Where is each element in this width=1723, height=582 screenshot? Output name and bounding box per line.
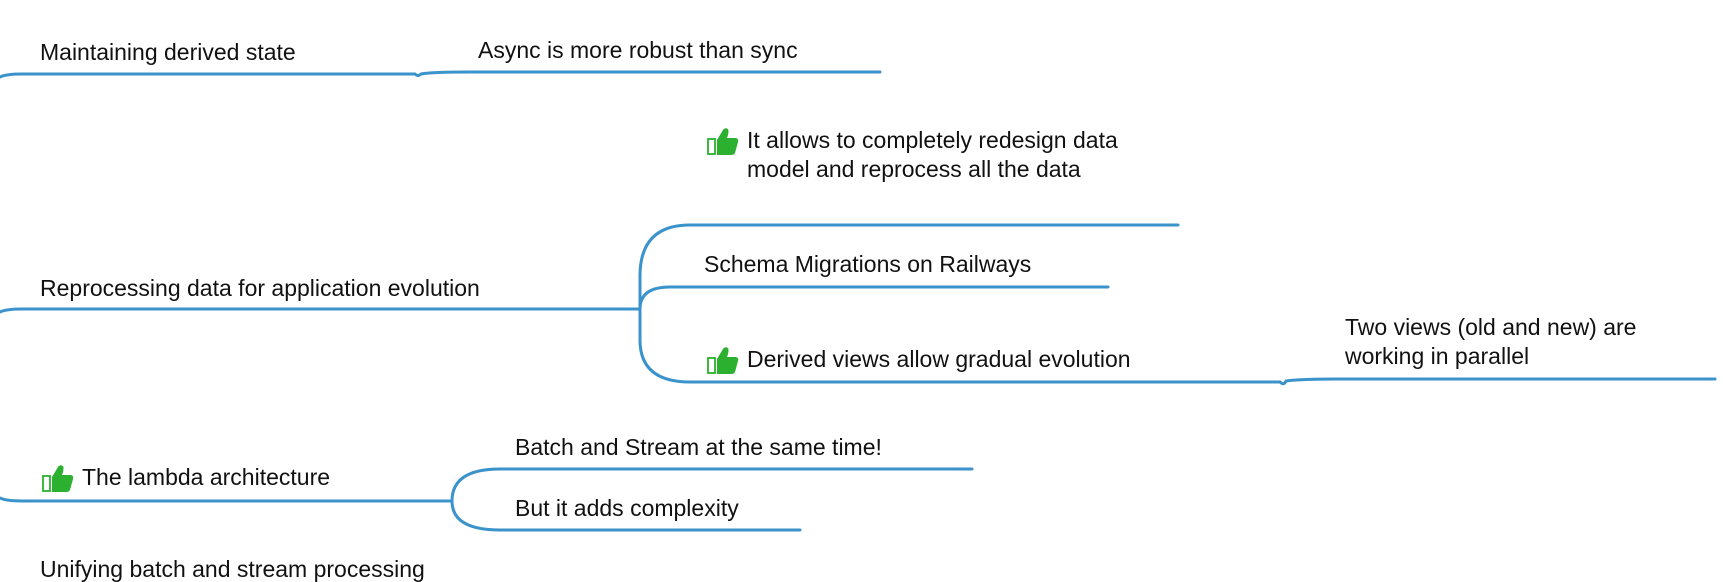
topic-derived-views[interactable]: Derived views allow gradual evolution [707,345,1131,375]
connector-batch-stream [450,467,974,503]
topic-label: The lambda architecture [82,464,331,490]
topic-label: Reprocessing data for application evolut… [40,275,480,301]
thumbs-up-icon [707,345,739,375]
connector-maintaining [0,70,882,79]
connector-reprocessing [0,307,642,314]
topic-lambda-architecture[interactable]: The lambda architecture [42,463,330,493]
connector-redesign [638,223,1180,311]
connector-lambda [0,496,454,503]
topic-label: Unifying batch and stream processing [40,556,425,582]
topic-label: Derived views allow gradual evolution [747,346,1131,372]
topic-label: It allows to completely redesign data mo… [747,127,1118,182]
topic-unifying-batch-stream[interactable]: Unifying batch and stream processing [40,555,425,582]
connector-complexity [450,499,802,532]
topic-label: Maintaining derived state [40,39,296,65]
topic-two-views[interactable]: Two views (old and new) are working in p… [1345,313,1720,371]
topic-label: Two views (old and new) are working in p… [1345,314,1637,369]
topic-batch-and-stream[interactable]: Batch and Stream at the same time! [515,433,882,462]
topic-maintaining-derived-state[interactable]: Maintaining derived state [40,38,296,67]
topic-label: But it adds complexity [515,495,739,521]
thumbs-up-icon [707,126,739,156]
topic-label: Schema Migrations on Railways [704,251,1032,277]
topic-async-robust[interactable]: Async is more robust than sync [478,36,798,65]
topic-schema-migrations[interactable]: Schema Migrations on Railways [704,250,1031,279]
topic-label: Async is more robust than sync [478,37,798,63]
thumbs-up-icon [42,463,74,493]
topic-adds-complexity[interactable]: But it adds complexity [515,494,739,523]
topic-label: Batch and Stream at the same time! [515,434,882,460]
connector-derived [638,307,1282,384]
topic-reprocessing-data[interactable]: Reprocessing data for application evolut… [40,274,480,303]
topic-redesign-data-model[interactable]: It allows to completely redesign data mo… [707,126,1177,184]
connector-schema [638,285,1110,311]
connector-two-views [1278,377,1717,386]
